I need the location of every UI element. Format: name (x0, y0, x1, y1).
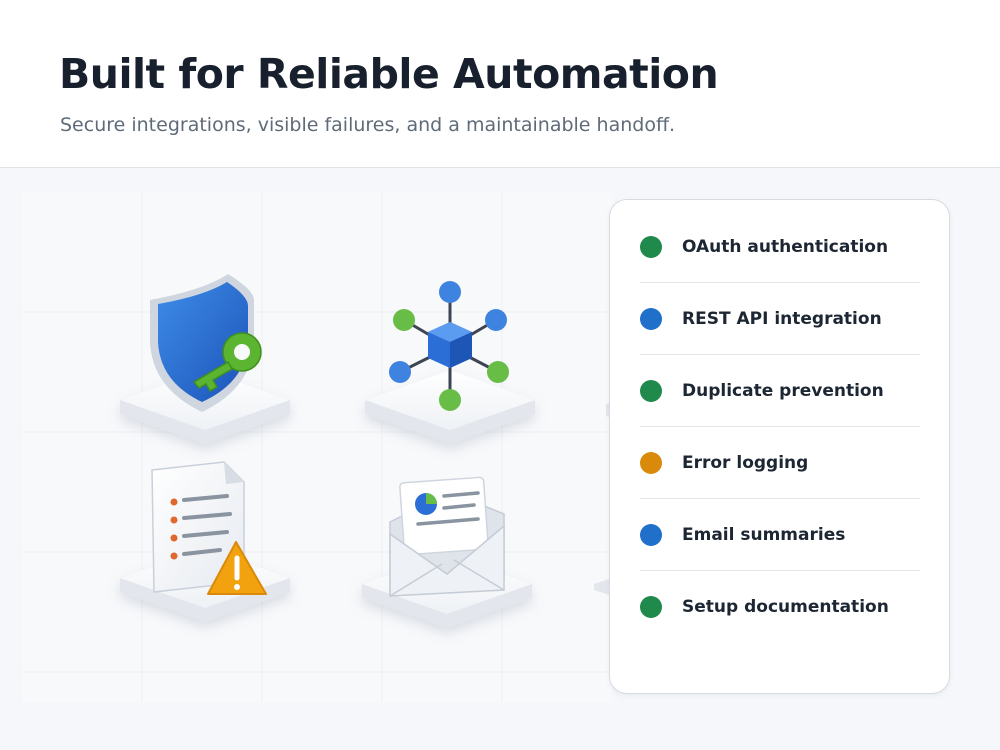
feature-label: Duplicate prevention (682, 380, 884, 401)
background-grid (22, 192, 612, 702)
illustration-svg (22, 192, 612, 702)
document-warning-icon (120, 461, 290, 622)
shield-key-icon (120, 274, 290, 444)
feature-illustration (22, 192, 612, 702)
feature-label: Setup documentation (682, 597, 889, 617)
network-hub-icon (365, 281, 535, 444)
status-dot (640, 451, 662, 474)
status-dot (640, 523, 662, 546)
email-report-icon (362, 476, 532, 628)
feature-item: Setup documentation (640, 571, 920, 643)
status-dot (640, 307, 662, 330)
feature-item: OAuth authentication (640, 211, 920, 283)
feature-item: REST API integration (640, 283, 920, 355)
feature-label: Email summaries (682, 524, 846, 545)
status-dot (640, 235, 662, 258)
header: Built for Reliable Automation Secure int… (0, 0, 1000, 168)
page-subtitle: Secure integrations, visible failures, a… (60, 114, 676, 136)
feature-label: OAuth authentication (682, 236, 889, 257)
status-dot (640, 596, 662, 618)
feature-label: Error logging (682, 452, 809, 473)
page-title: Built for Reliable Automation (59, 50, 719, 98)
feature-item: Email summaries (640, 499, 920, 571)
feature-item: Duplicate prevention (640, 355, 920, 427)
feature-item: Error logging (640, 427, 920, 499)
feature-label: REST API integration (682, 308, 882, 329)
feature-checklist: OAuth authentication REST API integratio… (609, 199, 950, 694)
status-dot (640, 379, 662, 402)
